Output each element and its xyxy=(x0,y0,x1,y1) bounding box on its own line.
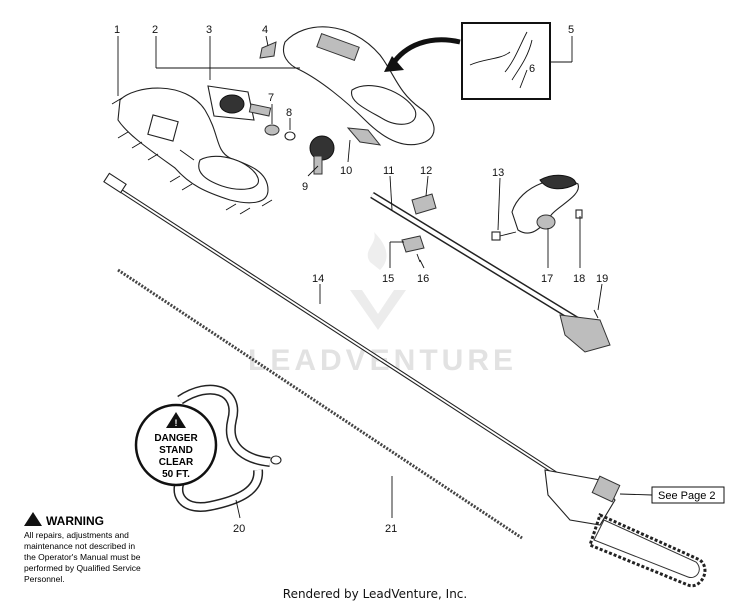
callout-numbers: 1 2 3 4 5 6 7 8 9 10 11 12 13 14 15 16 1… xyxy=(114,24,608,535)
warning-block: WARNING All repairs, adjustments and mai… xyxy=(24,512,141,584)
inset-cord-detail xyxy=(461,22,551,100)
part-guide-bar-chain[interactable] xyxy=(588,512,707,588)
callout-5[interactable]: 5 xyxy=(568,24,574,36)
part-clamp-upper[interactable] xyxy=(411,193,437,215)
part-shoulder-strap[interactable] xyxy=(173,384,282,512)
callout-12[interactable]: 12 xyxy=(420,165,432,177)
callout-14[interactable]: 14 xyxy=(312,273,324,285)
callout-4[interactable]: 4 xyxy=(262,24,268,36)
part-washer[interactable] xyxy=(264,124,280,136)
part-gearhead[interactable] xyxy=(544,469,621,526)
part-handle-housing-right[interactable] xyxy=(282,26,435,146)
inset-arrow xyxy=(389,37,461,67)
part-handle-housing-left[interactable] xyxy=(117,87,269,204)
callout-20[interactable]: 20 xyxy=(233,523,245,535)
part-bolt-18[interactable] xyxy=(575,209,583,219)
part-flex-cable[interactable] xyxy=(117,268,523,540)
callout-6[interactable]: 6 xyxy=(529,63,535,75)
part-screw-19[interactable] xyxy=(593,309,599,319)
callout-1[interactable]: 1 xyxy=(114,24,120,36)
callout-2[interactable]: 2 xyxy=(152,24,158,36)
watermark-logo-icon xyxy=(350,290,406,330)
warning-line-4: performed by Qualified Service xyxy=(24,563,141,573)
part-spacer[interactable] xyxy=(284,131,296,141)
leader-lines xyxy=(117,35,603,519)
callout-17[interactable]: 17 xyxy=(541,273,553,285)
part-switch[interactable] xyxy=(346,127,382,146)
watermark-flame-icon xyxy=(367,232,387,270)
watermark: LEADVENTURE xyxy=(248,232,513,377)
part-drive-shaft[interactable] xyxy=(103,172,562,478)
warning-line-1: All repairs, adjustments and xyxy=(24,530,129,540)
callout-15[interactable]: 15 xyxy=(382,273,394,285)
svg-text:!: ! xyxy=(175,418,178,428)
warning-line-2: maintenance not described in xyxy=(24,541,135,551)
part-front-handle[interactable] xyxy=(511,174,579,234)
callout-10[interactable]: 10 xyxy=(340,165,352,177)
callout-11[interactable]: 11 xyxy=(383,165,394,177)
inset-arrow-head-icon xyxy=(384,56,404,72)
part-upper-shaft-tube[interactable] xyxy=(370,192,611,353)
warning-icon xyxy=(24,512,42,526)
callout-19[interactable]: 19 xyxy=(596,273,608,285)
part-gear[interactable] xyxy=(309,135,335,175)
danger-line-3: CLEAR xyxy=(159,457,194,468)
warning-line-3: the Operator's Manual must be xyxy=(24,552,141,562)
part-clamp-lower[interactable] xyxy=(401,235,425,253)
danger-line-1: DANGER xyxy=(154,433,198,444)
callout-21[interactable]: 21 xyxy=(385,523,397,535)
part-screw-16[interactable] xyxy=(416,253,421,263)
see-page-box[interactable]: See Page 2 xyxy=(619,486,725,504)
warning-triangle-icon xyxy=(166,412,186,428)
danger-label: ! DANGER STAND CLEAR 50 FT. xyxy=(134,403,218,487)
see-page-text: See Page 2 xyxy=(658,490,716,502)
callout-13[interactable]: 13 xyxy=(492,167,504,179)
warning-title: WARNING xyxy=(46,514,104,528)
part-nut[interactable] xyxy=(491,231,501,241)
callout-16[interactable]: 16 xyxy=(417,273,429,285)
callout-18[interactable]: 18 xyxy=(573,273,585,285)
callout-3[interactable]: 3 xyxy=(206,24,212,36)
footer-credit: Rendered by LeadVenture, Inc. xyxy=(283,587,467,601)
callout-9[interactable]: 9 xyxy=(302,181,308,193)
part-latch[interactable] xyxy=(259,41,277,59)
callout-8[interactable]: 8 xyxy=(286,107,292,119)
part-screws[interactable] xyxy=(111,97,273,215)
part-motor[interactable] xyxy=(207,85,272,121)
warning-line-5: Personnel. xyxy=(24,574,65,584)
danger-line-4: 50 FT. xyxy=(162,469,190,480)
callout-7[interactable]: 7 xyxy=(268,92,274,104)
danger-line-2: STAND xyxy=(159,445,193,456)
